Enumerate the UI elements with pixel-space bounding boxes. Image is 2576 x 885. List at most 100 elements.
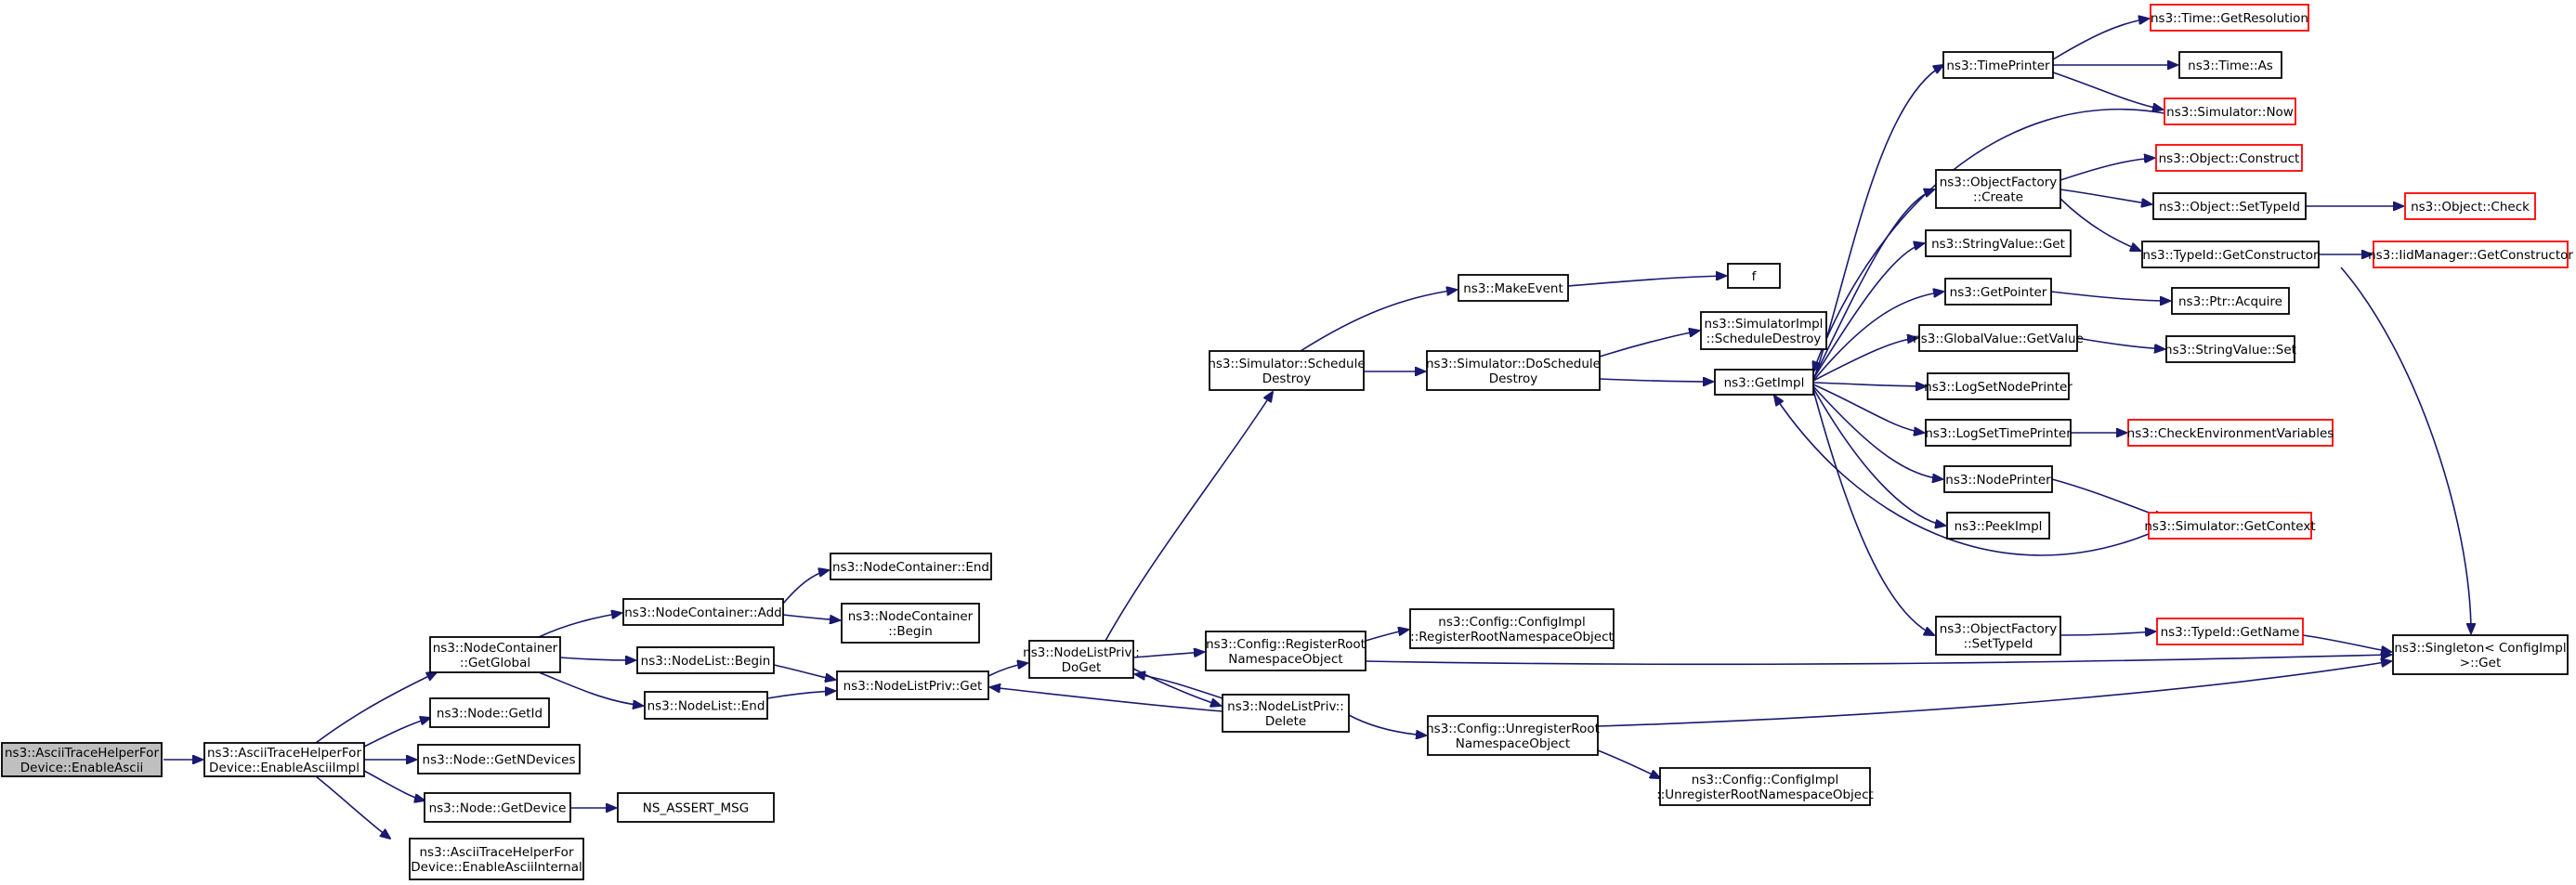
node-n11[interactable]: ns3::NodeList::End	[644, 691, 768, 720]
node-label: ns3::Node::GetNDevices	[423, 753, 576, 768]
node-n50[interactable]: ns3::Singleton< ConfigImpl >::Get	[2392, 634, 2569, 675]
node-n10[interactable]: ns3::NodeList::Begin	[636, 646, 775, 674]
node-n8[interactable]: NS_ASSERT_MSG	[617, 792, 775, 823]
node-n22[interactable]: ns3::Config::UnregisterRootNamespaceObje…	[1426, 715, 1600, 756]
node-label: ns3::NodeContainer::Add	[624, 605, 781, 620]
node-label: ns3::Singleton< ConfigImpl	[2394, 641, 2566, 656]
node-box	[1209, 350, 1365, 391]
node-n21[interactable]: ns3::Config::ConfigImpl::RegisterRootNam…	[1409, 608, 1615, 649]
edge-n3-to-n9	[538, 613, 621, 638]
node-n33[interactable]: ns3::LogSetTimePrinter	[1925, 419, 2072, 447]
node-n37[interactable]: ns3::Time::GetResolution	[2150, 4, 2309, 32]
node-label: ns3::Config::UnregisterRoot	[1426, 722, 1600, 736]
node-label: ns3::NodePrinter	[1945, 473, 2051, 488]
node-n2[interactable]: ns3::AsciiTraceHelperForDevice::EnableAs…	[203, 742, 365, 777]
edge-n2-to-n6	[363, 770, 425, 800]
edge-n18-to-n14	[990, 687, 1223, 712]
node-n40[interactable]: ns3::Object::Construct	[2155, 144, 2303, 172]
node-n26[interactable]: ns3::Config::ConfigImpl::UnregisterRootN…	[1656, 767, 1874, 806]
node-box	[617, 792, 775, 823]
node-label: ::ScheduleDestroy	[1706, 332, 1822, 346]
node-n49[interactable]: ns3::IidManager::GetConstructor	[2368, 241, 2573, 268]
node-n6[interactable]: ns3::Node::GetDevice	[424, 792, 571, 823]
node-n27[interactable]: ns3::TimePrinter	[1942, 51, 2054, 79]
node-n18[interactable]: ns3::NodeListPriv::Delete	[1222, 694, 1350, 733]
node-n48[interactable]: ns3::Object::Check	[2404, 192, 2536, 220]
node-n39[interactable]: ns3::Simulator::Now	[2164, 98, 2296, 125]
node-n7[interactable]: ns3::AsciiTraceHelperForDevice::EnableAs…	[409, 838, 584, 880]
node-box	[1925, 229, 2072, 257]
node-label: ns3::GlobalValue::GetValue	[1913, 332, 2084, 346]
node-n5[interactable]: ns3::Node::GetNDevices	[417, 744, 581, 774]
node-n19[interactable]: ns3::MakeEvent	[1458, 274, 1569, 302]
node-n34[interactable]: ns3::NodePrinter	[1943, 465, 2053, 493]
edge-n25-to-n32	[1812, 383, 1926, 386]
node-n16[interactable]: ns3::Simulator::ScheduleDestroy	[1208, 350, 1366, 391]
node-n14[interactable]: ns3::NodeListPriv::Get	[836, 670, 989, 700]
node-n13[interactable]: ns3::NodeContainer::Begin	[841, 603, 980, 644]
node-n32[interactable]: ns3::LogSetNodePrinter	[1924, 372, 2073, 400]
node-label: NamespaceObject	[1456, 736, 1570, 751]
node-label: NamespaceObject	[1228, 652, 1342, 667]
edge-n28-to-n40	[2059, 158, 2154, 181]
node-label: ns3::Object::SetTypeId	[2159, 200, 2300, 215]
node-box	[2171, 287, 2290, 315]
node-box	[2164, 98, 2296, 125]
node-box	[424, 792, 571, 823]
node-n29[interactable]: ns3::StringValue::Get	[1925, 229, 2072, 257]
node-label: ns3::PeekImpl	[1955, 519, 2043, 534]
node-box	[2404, 192, 2536, 220]
node-box	[636, 646, 775, 674]
node-label: ns3::AsciiTraceHelperFor	[5, 746, 159, 761]
edge-n30-to-n43	[2050, 291, 2170, 301]
node-label: ns3::CheckEnvironmentVariables	[2127, 426, 2334, 441]
node-n46[interactable]: ns3::Simulator::GetContext	[2144, 512, 2316, 540]
node-box	[429, 697, 550, 728]
node-n17[interactable]: ns3::Config::RegisterRootNamespaceObject	[1205, 631, 1366, 671]
node-n35[interactable]: ns3::PeekImpl	[1946, 512, 2050, 540]
node-n30[interactable]: ns3::GetPointer	[1944, 278, 2052, 306]
node-n4[interactable]: ns3::Node::GetId	[429, 697, 550, 728]
node-n31[interactable]: ns3::GlobalValue::GetValue	[1913, 324, 2084, 352]
node-n28[interactable]: ns3::ObjectFactory::Create	[1935, 169, 2061, 209]
node-n9[interactable]: ns3::NodeContainer::Add	[622, 598, 784, 626]
node-n3[interactable]: ns3::NodeContainer::GetGlobal	[429, 636, 561, 673]
edge-n10-to-n14	[773, 664, 835, 680]
node-box	[2392, 634, 2569, 675]
node-label: ns3::Time::GetResolution	[2151, 11, 2308, 26]
node-box	[409, 838, 584, 880]
node-label: ns3::NodeList::End	[647, 699, 765, 714]
node-n15[interactable]: ns3::NodeListPriv::DoGet	[1023, 640, 1140, 679]
node-label: ns3::SimulatorImpl	[1705, 317, 1824, 332]
node-box	[2141, 241, 2320, 268]
node-box	[1, 742, 163, 777]
node-n24[interactable]: ns3::SimulatorImpl::ScheduleDestroy	[1700, 311, 1827, 350]
node-n41[interactable]: ns3::Object::SetTypeId	[2152, 192, 2307, 220]
node-n47[interactable]: ns3::TypeId::GetName	[2156, 618, 2304, 645]
node-n36[interactable]: ns3::ObjectFactory::SetTypeId	[1935, 616, 2061, 656]
edge-n15-to-n16	[1105, 392, 1273, 642]
node-n12[interactable]: ns3::NodeContainer::End	[830, 553, 992, 580]
edge-n16-to-n19	[1300, 290, 1457, 352]
edge-n25-to-n28	[1812, 189, 1934, 380]
node-n23[interactable]: f	[1727, 263, 1781, 289]
edge-n3-to-n10	[559, 657, 635, 660]
node-n43[interactable]: ns3::Ptr::Acquire	[2171, 287, 2290, 315]
node-n44[interactable]: ns3::StringValue::Set	[2164, 335, 2296, 363]
node-n38[interactable]: ns3::Time::As	[2178, 51, 2282, 79]
node-label: ns3::LogSetNodePrinter	[1924, 380, 2073, 395]
edge-n20-to-n25	[1599, 379, 1713, 382]
node-n25[interactable]: ns3::GetImpl	[1714, 369, 1814, 396]
edge-n36-to-n47	[2059, 631, 2155, 635]
node-n42[interactable]: ns3::TypeId::GetConstructor	[2141, 241, 2320, 268]
edge-n14-to-n15	[987, 663, 1027, 677]
edge-n42-to-n50	[2340, 267, 2471, 633]
node-box	[2178, 51, 2282, 79]
node-label: ns3::AsciiTraceHelperFor	[207, 746, 361, 761]
node-box	[2165, 335, 2295, 363]
edge-n47-to-n50	[2302, 634, 2391, 652]
edge-n18-to-n15	[1135, 674, 1223, 699]
edge-n34-to-n46	[2051, 478, 2164, 518]
node-n45[interactable]: ns3::CheckEnvironmentVariables	[2127, 419, 2334, 447]
